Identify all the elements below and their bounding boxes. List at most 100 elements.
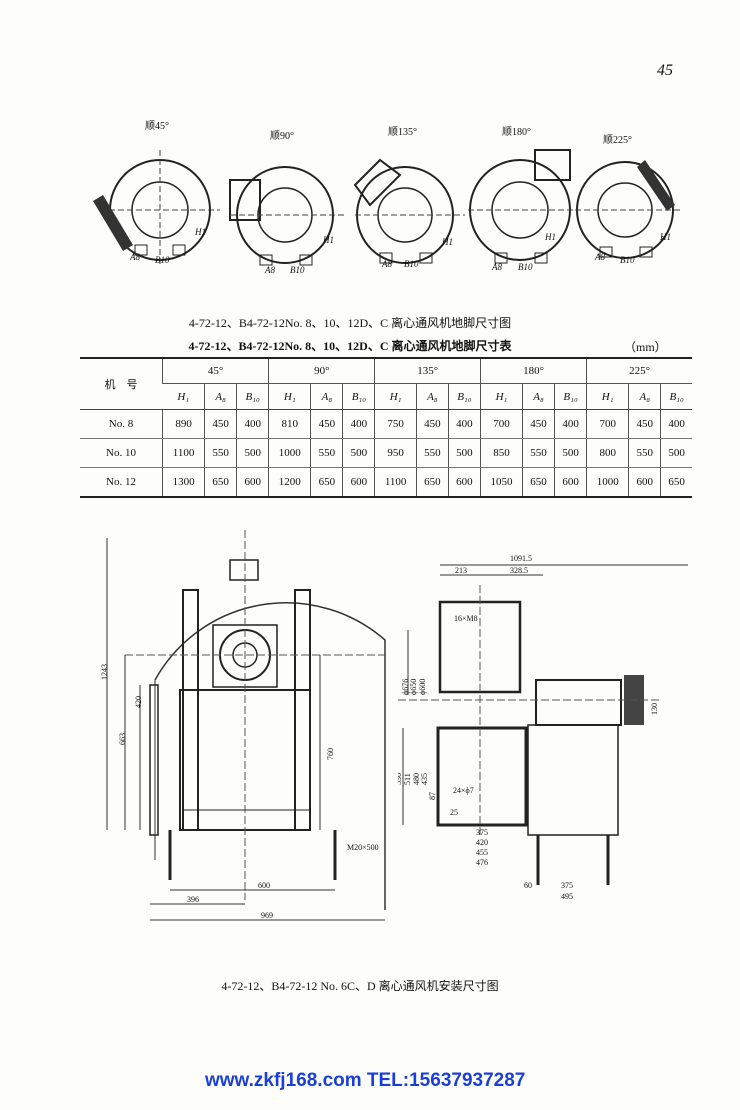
value-cell: 400 bbox=[447, 409, 481, 439]
value-cell: 600 bbox=[342, 467, 375, 498]
value-cell: 550 bbox=[628, 438, 661, 468]
value-cell: 400 bbox=[554, 409, 587, 439]
svg-text:328.5: 328.5 bbox=[510, 566, 528, 575]
svg-text:B10: B10 bbox=[518, 262, 533, 272]
group-header: 90° bbox=[268, 358, 375, 384]
svg-text:ϕ650: ϕ650 bbox=[409, 679, 418, 695]
table-caption: 4-72-12、B4-72-12No. 8、10、12D、C 离心通风机地脚尺寸… bbox=[188, 339, 512, 353]
svg-text:480: 480 bbox=[412, 773, 421, 785]
value-cell: 850 bbox=[479, 438, 523, 468]
value-cell: 550 bbox=[522, 438, 555, 468]
fan-orientation-diagrams: 顺45° A8 B10 H1 顺90° A8 B10 H1 顺135° bbox=[93, 120, 680, 275]
value-cell: 890 bbox=[161, 409, 205, 439]
sub-header: B₁₀ bbox=[236, 383, 269, 410]
value-cell: 500 bbox=[554, 438, 587, 468]
value-cell: 500 bbox=[342, 438, 375, 468]
svg-text:A8: A8 bbox=[129, 252, 140, 262]
value-cell: 750 bbox=[374, 409, 417, 439]
sub-header: A₈ bbox=[628, 383, 661, 410]
installation-caption: 4-72-12、B4-72-12 No. 6C、D 离心通风机安装尺寸图 bbox=[221, 979, 499, 993]
svg-text:60: 60 bbox=[524, 881, 532, 890]
sub-header: A₈ bbox=[522, 383, 555, 410]
svg-text:760: 760 bbox=[326, 748, 335, 760]
value-cell: 650 bbox=[522, 467, 555, 498]
fan-diagram-90: 顺90° A8 B10 H1 bbox=[229, 130, 345, 275]
group-header: 135° bbox=[374, 358, 481, 384]
svg-text:663: 663 bbox=[118, 733, 127, 745]
svg-text:16×M8: 16×M8 bbox=[454, 614, 478, 623]
value-cell: 400 bbox=[236, 409, 269, 439]
unit-label: （mm） bbox=[624, 340, 667, 354]
fan-diagram-45: 顺45° A8 B10 H1 bbox=[93, 120, 220, 265]
sub-header: B₁₀ bbox=[342, 383, 375, 410]
value-cell: 600 bbox=[447, 467, 481, 498]
svg-text:M20×500: M20×500 bbox=[347, 843, 379, 852]
value-cell: 1000 bbox=[586, 467, 629, 498]
value-cell: 700 bbox=[586, 409, 629, 439]
value-cell: 600 bbox=[628, 467, 661, 498]
svg-text:455: 455 bbox=[476, 848, 488, 857]
svg-text:B10: B10 bbox=[404, 259, 419, 269]
value-cell: 450 bbox=[310, 409, 343, 439]
svg-text:87: 87 bbox=[428, 792, 437, 800]
svg-text:H1: H1 bbox=[194, 227, 206, 237]
svg-text:969: 969 bbox=[261, 911, 273, 920]
svg-text:1243: 1243 bbox=[100, 664, 109, 680]
fan-diagram-135: 顺135° A8 B10 H1 bbox=[353, 126, 465, 269]
value-cell: 1200 bbox=[268, 467, 311, 498]
svg-text:420: 420 bbox=[476, 838, 488, 847]
sub-header: B₁₀ bbox=[660, 383, 692, 410]
model-cell: No. 12 bbox=[80, 467, 163, 498]
value-cell: 600 bbox=[554, 467, 587, 498]
svg-text:495: 495 bbox=[561, 892, 573, 901]
model-cell: No. 8 bbox=[80, 409, 163, 439]
value-cell: 1050 bbox=[479, 467, 523, 498]
installation-drawing-front: 1243 420 663 760 M20×500 600 396 969 bbox=[100, 530, 386, 921]
value-cell: 700 bbox=[479, 409, 523, 439]
svg-text:600: 600 bbox=[258, 881, 270, 890]
value-cell: 1300 bbox=[161, 467, 205, 498]
value-cell: 550 bbox=[415, 438, 449, 468]
figure-caption: 4-72-12、B4-72-12No. 8、10、12D、C 离心通风机地脚尺寸… bbox=[188, 316, 512, 330]
svg-text:B10: B10 bbox=[290, 265, 305, 275]
svg-text:130: 130 bbox=[650, 703, 659, 715]
value-cell: 500 bbox=[447, 438, 481, 468]
svg-text:396: 396 bbox=[187, 895, 199, 904]
svg-text:420: 420 bbox=[134, 696, 143, 708]
value-cell: 650 bbox=[204, 467, 237, 498]
value-cell: 800 bbox=[586, 438, 629, 468]
svg-text:ϕ600: ϕ600 bbox=[418, 679, 427, 695]
group-header: 45° bbox=[161, 358, 269, 384]
sub-header: H₁ bbox=[586, 383, 629, 410]
svg-text:顺90°: 顺90° bbox=[270, 130, 294, 142]
value-cell: 550 bbox=[310, 438, 343, 468]
value-cell: 500 bbox=[236, 438, 269, 468]
group-header: 180° bbox=[479, 358, 587, 384]
svg-text:435: 435 bbox=[420, 773, 429, 785]
sub-header: H₁ bbox=[374, 383, 417, 410]
svg-text:375: 375 bbox=[476, 828, 488, 837]
value-cell: 1100 bbox=[161, 438, 205, 468]
value-cell: 450 bbox=[415, 409, 449, 439]
value-cell: 400 bbox=[342, 409, 375, 439]
sub-header: A₈ bbox=[310, 383, 343, 410]
value-cell: 950 bbox=[374, 438, 417, 468]
value-cell: 450 bbox=[204, 409, 237, 439]
fan-diagram-180: 顺180° A8 B10 H1 bbox=[468, 126, 580, 272]
value-cell: 1000 bbox=[268, 438, 311, 468]
svg-text:顺45°: 顺45° bbox=[145, 120, 169, 132]
value-cell: 650 bbox=[660, 467, 692, 498]
svg-text:25: 25 bbox=[450, 808, 458, 817]
model-cell: No. 10 bbox=[80, 438, 163, 468]
svg-text:213: 213 bbox=[455, 566, 467, 575]
value-cell: 1100 bbox=[374, 467, 417, 498]
sub-header: A₈ bbox=[204, 383, 237, 410]
value-cell: 450 bbox=[522, 409, 555, 439]
svg-text:B10: B10 bbox=[620, 255, 635, 265]
sub-header: B₁₀ bbox=[554, 383, 587, 410]
